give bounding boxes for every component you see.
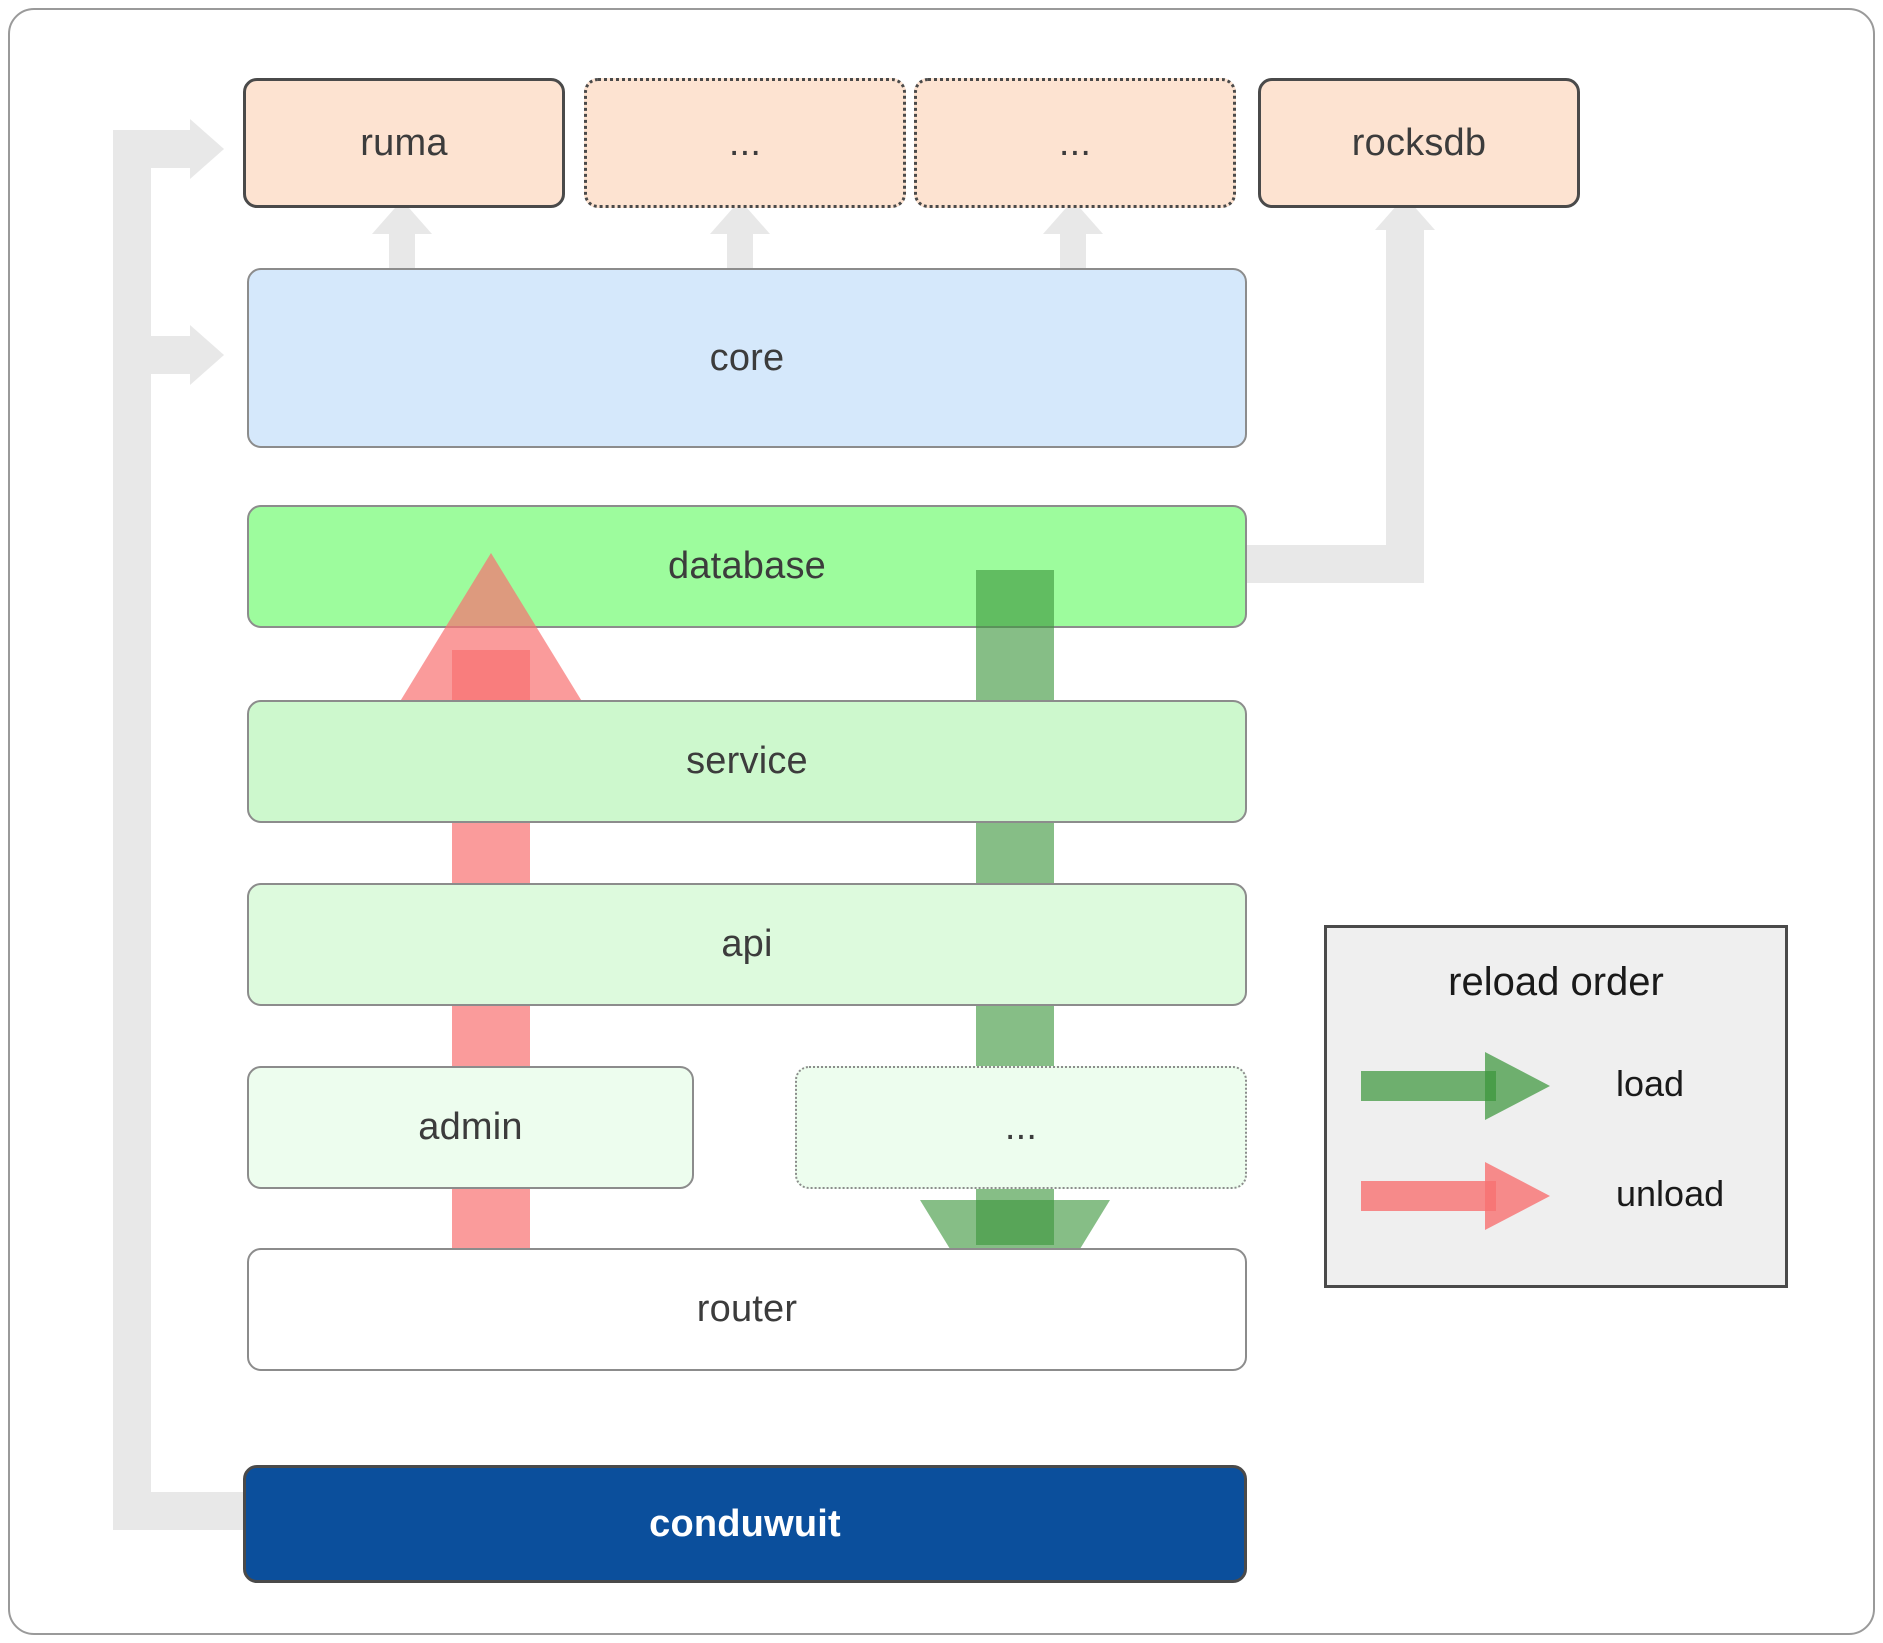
node-ruma-label: ruma — [360, 121, 448, 164]
node-rocksdb[interactable]: rocksdb — [1258, 78, 1580, 208]
node-stack-dots[interactable]: ... — [795, 1066, 1247, 1189]
node-rocksdb-label: rocksdb — [1351, 121, 1487, 164]
node-core-label: core — [709, 336, 785, 379]
node-ruma[interactable]: ruma — [243, 78, 565, 208]
connector-to-ruma-arrowhead — [190, 119, 224, 179]
node-core[interactable]: core — [247, 268, 1247, 448]
legend-title: reload order — [1448, 960, 1664, 1004]
node-router-label: router — [696, 1288, 798, 1330]
legend-unload-label: unload — [1616, 1173, 1725, 1214]
legend-load-arrow-shaft — [1361, 1071, 1496, 1101]
node-admin-label: admin — [418, 1106, 523, 1148]
node-admin[interactable]: admin — [247, 1066, 694, 1189]
connector-to-core-arrowhead — [190, 325, 224, 385]
legend-load-label: load — [1616, 1063, 1685, 1104]
node-stack-dots-label: ... — [1004, 1106, 1038, 1148]
legend-load-arrow-head — [1485, 1052, 1550, 1120]
connector-trunk-bottom — [113, 1492, 243, 1530]
node-database-label: database — [668, 545, 826, 587]
node-conduwuit[interactable]: conduwuit — [243, 1465, 1247, 1583]
unload-arrow-head — [396, 553, 586, 708]
connector-to-ruma-stem — [113, 130, 193, 168]
node-service-label: service — [686, 740, 808, 782]
node-router[interactable]: router — [247, 1248, 1247, 1371]
node-api-label: api — [721, 923, 773, 965]
node-top-dots-2[interactable]: ... — [914, 78, 1236, 208]
node-top-dots-1[interactable]: ... — [584, 78, 906, 208]
node-service[interactable]: service — [247, 700, 1247, 823]
node-top-dots-1-label: ... — [728, 121, 762, 164]
node-conduwuit-label: conduwuit — [649, 1502, 841, 1545]
node-top-dots-2-label: ... — [1058, 121, 1092, 164]
legend-panel: reload order load unload — [1324, 925, 1788, 1288]
node-api[interactable]: api — [247, 883, 1247, 1006]
connector-to-core-stem — [113, 336, 193, 374]
legend-unload-arrow-head — [1485, 1162, 1550, 1230]
connector-database-to-rocksdb-vertical — [1386, 226, 1424, 556]
legend-unload-arrow-shaft — [1361, 1181, 1496, 1211]
